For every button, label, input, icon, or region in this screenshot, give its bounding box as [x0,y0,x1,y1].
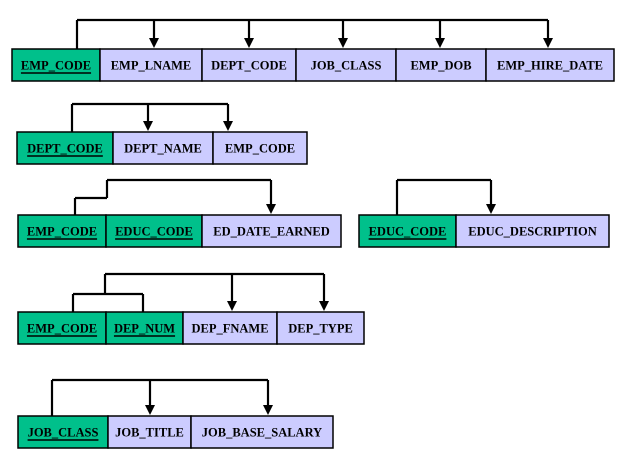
primary-key-label: JOB_CLASS [28,426,99,440]
field-label: EMP_HIRE_DATE [497,59,603,73]
attribute-box [190,415,334,449]
arrow-head-icon [145,405,155,415]
primary-key-label: EMP_CODE [27,225,97,239]
attribute-box [201,214,342,248]
arrow-head-icon [244,38,254,48]
field-label: EMP_CODE [225,142,295,156]
field-label: JOB_BASE_SALARY [202,426,322,440]
arrow-head-icon [338,38,348,48]
dependency-connector [71,292,145,312]
dependency-connector [395,178,496,215]
field-cell: DEPT_CODE [16,131,114,165]
primary-key-label: EMP_CODE [21,59,91,73]
field-label: DEP_FNAME [191,322,268,336]
field-cell: EMP_CODE [17,214,107,248]
arrow-head-icon [263,405,273,415]
field-label: DEPT_NAME [124,142,202,156]
arrow-head-icon [223,121,233,131]
arrow-head-icon [149,38,159,48]
field-cell: DEP_FNAME [182,311,278,345]
field-cell: DEPT_CODE [201,48,297,82]
field-label: EDUC_DESCRIPTION [468,225,597,239]
field-label: JOB_CLASS [311,59,382,73]
attribute-box [455,214,610,248]
field-cell: JOB_CLASS [295,48,397,82]
attribute-box [99,48,203,82]
attribute-box [212,131,308,165]
table-emp-education: EMP_CODE EDUC_CODE ED_DATE_EARNED [17,214,342,248]
dependency-connector [105,178,276,214]
arrow-head-icon [143,121,153,131]
field-cell: JOB_BASE_SALARY [190,415,334,449]
arrow-head-icon [435,38,445,48]
field-cell: DEP_NUM [105,311,184,345]
field-cell: EMP_CODE [212,131,308,165]
dependency-connector [50,378,273,416]
dependency-connector [70,102,233,132]
field-cell: EMP_DOB [395,48,487,82]
arrow-head-icon [319,301,329,311]
field-cell: EDUC_CODE [105,214,203,248]
table-education: EDUC_CODE EDUC_DESCRIPTION [358,214,610,248]
primary-key-label: DEP_NUM [114,322,175,336]
table-department: DEPT_CODE DEPT_NAME EMP_CODE [16,131,308,165]
field-cell: JOB_CLASS [17,415,109,449]
field-label: ED_DATE_EARNED [213,225,329,239]
field-cell: EMP_CODE [11,48,101,82]
field-cell: DEPT_NAME [112,131,214,165]
field-label: DEPT_CODE [211,59,287,73]
table-employee: EMP_CODE EMP_LNAME DEPT_CODE JOB_CLASS EMP_D… [11,48,615,82]
field-cell: EDUC_CODE [358,214,457,248]
primary-key-box [105,311,184,345]
primary-key-label: EDUC_CODE [369,225,447,239]
primary-key-box [16,131,114,165]
dependency-lines [50,18,553,416]
arrow-head-icon [543,38,553,48]
attribute-box [107,415,192,449]
field-cell: EMP_CODE [17,311,107,345]
primary-key-label: EMP_CODE [27,322,97,336]
attribute-box [112,131,214,165]
tables: EMP_CODE EMP_LNAME DEPT_CODE JOB_CLASS EMP_D… [11,48,615,449]
primary-key-box [358,214,457,248]
dependency-connector [103,272,329,311]
dependency-connector [73,196,107,215]
field-cell: DEP_TYPE [276,311,365,345]
arrow-head-icon [227,301,237,311]
table-job: JOB_CLASS JOB_TITLE JOB_BASE_SALARY [17,415,334,449]
attribute-box [276,311,365,345]
arrow-head-icon [486,204,496,214]
attribute-box [485,48,615,82]
field-cell: EMP_HIRE_DATE [485,48,615,82]
primary-key-label: EDUC_CODE [115,225,193,239]
table-dependent: EMP_CODE DEP_NUM DEP_FNAME DEP_TYPE [17,311,365,345]
attribute-box [295,48,397,82]
dependency-connector [75,18,553,49]
field-cell: EDUC_DESCRIPTION [455,214,610,248]
attribute-box [182,311,278,345]
field-label: EMP_LNAME [111,59,192,73]
primary-key-label: DEPT_CODE [27,142,103,156]
field-label: EMP_DOB [410,59,471,73]
field-label: DEP_TYPE [288,322,353,336]
primary-key-box [105,214,203,248]
arrow-head-icon [266,204,276,214]
field-cell: EMP_LNAME [99,48,203,82]
field-cell: JOB_TITLE [107,415,192,449]
field-label: JOB_TITLE [115,426,184,440]
primary-key-box [11,48,101,82]
field-cell: ED_DATE_EARNED [201,214,342,248]
